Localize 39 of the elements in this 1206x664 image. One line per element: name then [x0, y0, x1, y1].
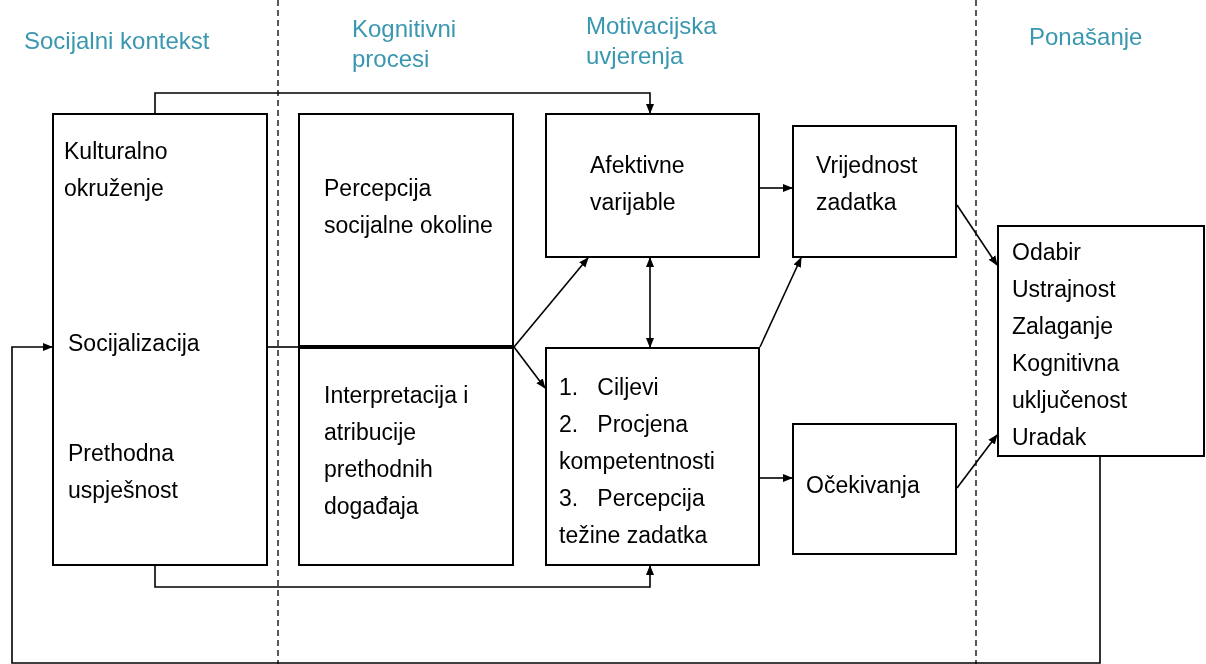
arrow [956, 434, 998, 489]
box-text: Percepcija socijalne okoline [324, 174, 494, 240]
arrow [513, 257, 589, 348]
process-box [997, 225, 1205, 457]
box-text: Prethodna uspješnost [68, 439, 179, 505]
arrow [759, 474, 793, 482]
process-box [545, 347, 760, 566]
process-box [52, 113, 268, 566]
box-text: Socijalizacija [68, 329, 201, 358]
box-text: Kognitivna uključenost [1012, 349, 1129, 415]
box-text: Zalaganje [1012, 312, 1115, 341]
arrow [513, 346, 546, 389]
arrow [154, 565, 654, 588]
box-text: Interpretacija i atribucije prethodnih događaja [324, 381, 470, 521]
box-text: 1. Ciljevi [559, 373, 660, 402]
arrow [11, 343, 1101, 664]
arrow [646, 257, 654, 348]
box-text: Uradak [1012, 423, 1088, 452]
box-text: Kulturalno okruženje [64, 137, 169, 203]
box-text: Vrijednost zadatka [816, 151, 919, 217]
box-text: Ustrajnost [1012, 275, 1117, 304]
arrow [154, 92, 654, 114]
column-heading: Socijalni kontekst [24, 26, 211, 56]
column-heading: Motivacijska uvjerenja [586, 11, 718, 71]
box-text: Odabir [1012, 238, 1083, 267]
column-heading: Ponašanje [1029, 22, 1144, 52]
process-box [298, 113, 514, 347]
box-text: Afektivne varijable [590, 151, 686, 217]
process-box [545, 113, 760, 258]
box-text: 2. Procjena kompetentnosti [559, 410, 716, 476]
arrow [759, 184, 793, 192]
arrow [759, 257, 802, 348]
column-heading: Kognitivni procesi [352, 14, 458, 74]
arrow [956, 204, 998, 266]
process-box [792, 423, 957, 555]
box-text: 3. Percepcija težine zadatka [559, 484, 709, 550]
process-box [792, 125, 957, 258]
process-box [298, 347, 514, 566]
box-text: Očekivanja [806, 471, 921, 500]
